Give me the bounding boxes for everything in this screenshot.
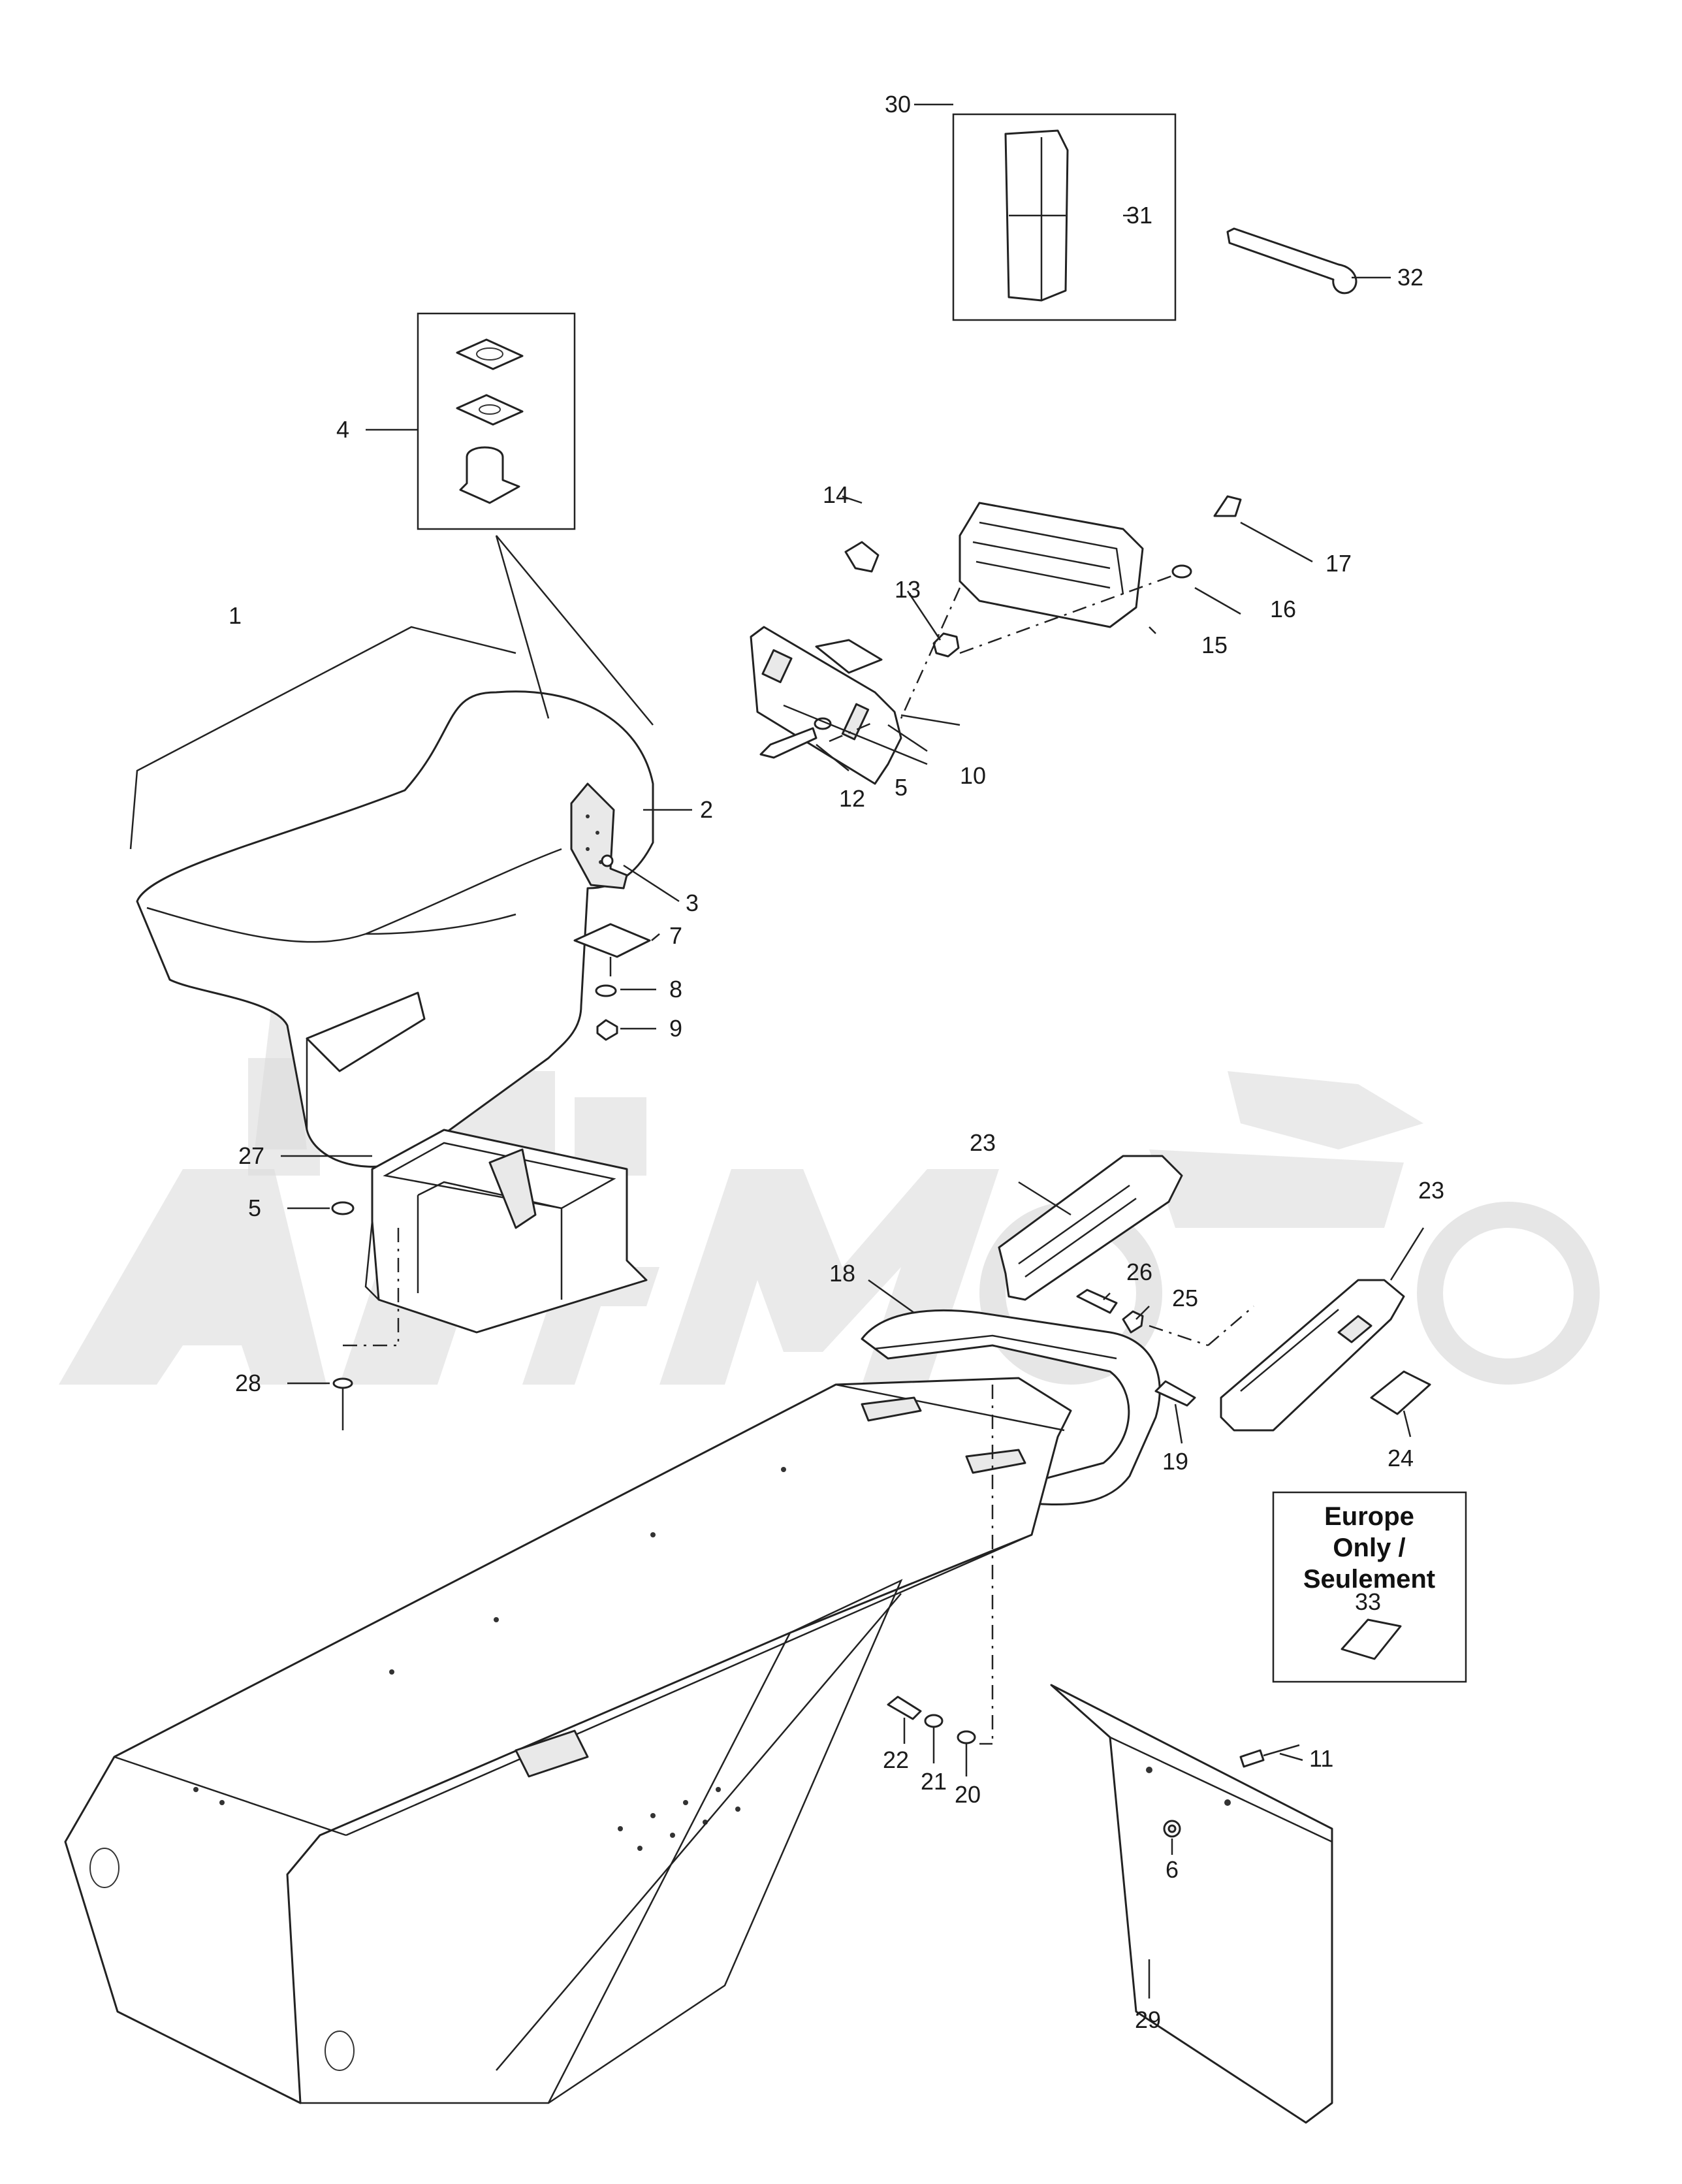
callout-19: 19	[1162, 1448, 1188, 1475]
callout-18: 18	[829, 1260, 855, 1287]
callout-13: 13	[895, 576, 921, 603]
callout-17: 17	[1325, 550, 1352, 577]
callout-6: 6	[1166, 1856, 1179, 1883]
lock-kit-box-4	[417, 312, 576, 530]
callout-7: 7	[669, 922, 682, 949]
tunnel-chassis	[64, 1377, 1072, 2104]
screw-19	[1154, 1380, 1196, 1407]
screw-26	[1076, 1289, 1118, 1314]
callout-4: 4	[336, 416, 349, 443]
europe-note-line1: Europe	[1324, 1502, 1414, 1531]
europe-note-line2: Only /	[1333, 1534, 1405, 1562]
grab-handle-18	[861, 1309, 1161, 1506]
callout-27: 27	[238, 1142, 264, 1169]
europe-box	[1272, 1491, 1467, 1683]
callout-21: 21	[921, 1768, 947, 1795]
callout-30: 30	[885, 91, 911, 118]
callout-29: 29	[1135, 2006, 1161, 2033]
callout-10: 10	[960, 762, 986, 789]
leader-lines	[281, 103, 1425, 1999]
emblem-24	[1370, 1370, 1431, 1415]
taillight-housing-10	[750, 626, 960, 785]
callout-24: 24	[1388, 1445, 1414, 1471]
callout-28: 28	[235, 1370, 261, 1396]
washer-20	[957, 1730, 976, 1744]
mud-flap-29	[1050, 1684, 1333, 2124]
callout-9: 9	[669, 1015, 682, 1042]
washer-16	[1171, 564, 1192, 579]
callout-16: 16	[1270, 596, 1296, 622]
europe-note-line3: Seulement	[1303, 1565, 1435, 1594]
screw-22	[887, 1695, 922, 1720]
callout-25: 25	[1172, 1285, 1198, 1311]
callout-15: 15	[1201, 632, 1228, 658]
callout-2: 2	[700, 796, 713, 823]
callout-5-top: 5	[895, 774, 908, 801]
rivet-11	[1239, 1744, 1300, 1768]
seat-assembly-1	[129, 626, 654, 1168]
callout-8: 8	[669, 976, 682, 1003]
callout-3: 3	[686, 890, 699, 916]
bulb-14	[844, 541, 880, 573]
screw-17	[1213, 495, 1242, 517]
rivet-28	[332, 1377, 353, 1430]
cover-23-lower	[1220, 1279, 1405, 1432]
bolt-12	[759, 717, 832, 759]
washer-21	[924, 1714, 944, 1728]
tray-27	[364, 1129, 648, 1334]
latch-7	[573, 923, 651, 1041]
callout-20: 20	[955, 1781, 981, 1808]
europe-note: Europe Only / Seulement	[1303, 1502, 1435, 1594]
callout-26: 26	[1126, 1259, 1152, 1285]
callout-32: 32	[1397, 264, 1423, 291]
kit-box-30	[952, 113, 1177, 321]
callout-22: 22	[883, 1746, 909, 1773]
cover-23-upper	[998, 1155, 1183, 1301]
callout-23-upper: 23	[970, 1129, 996, 1156]
taillight-lens-15	[959, 502, 1144, 628]
wrench-32	[1226, 227, 1357, 295]
callout-12: 12	[839, 785, 865, 812]
callout-11: 11	[1309, 1745, 1333, 1772]
callout-labels: 1 2 3 4 5 5 6 7 8 9 10 11 12 13 14 15 16…	[229, 91, 1444, 2033]
callout-33: 33	[1355, 1588, 1381, 1615]
washer-5b	[331, 1201, 355, 1215]
callout-1: 1	[229, 602, 242, 629]
callout-31: 31	[1126, 202, 1152, 229]
callout-5-tray: 5	[248, 1195, 261, 1221]
callout-14: 14	[823, 481, 849, 508]
grommet-6	[1163, 1820, 1181, 1838]
callout-23-lower: 23	[1418, 1177, 1444, 1204]
